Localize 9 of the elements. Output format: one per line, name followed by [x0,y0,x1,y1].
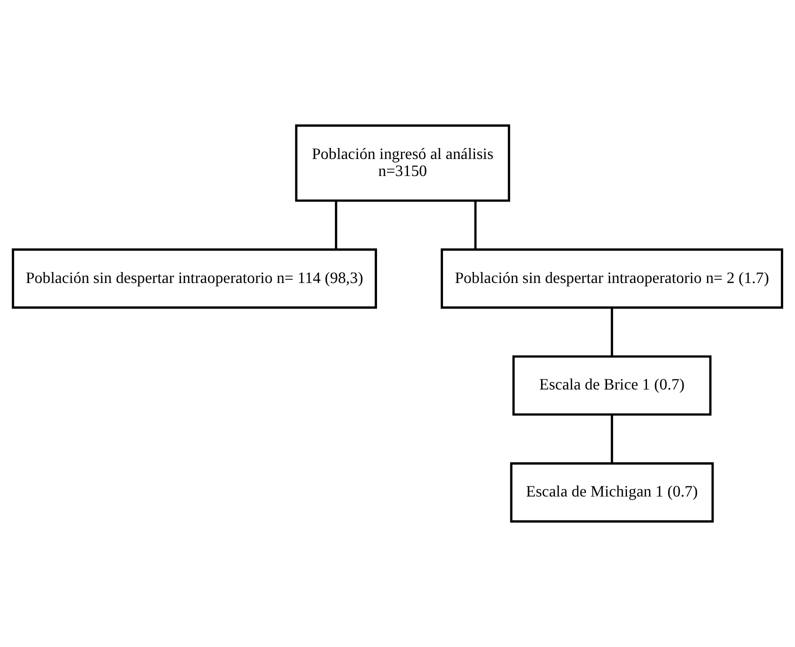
node-box: Escala de Michigan 1 (0.7) [510,462,714,523]
connector [334,200,338,250]
node-box: Población sin despertar intraoperatorio n= 114 (98,3) [12,248,378,309]
connector [474,200,477,250]
node-box: Escala de Brice 1 (0.7) [512,355,712,416]
node-box: Población sin despertar intraoperatorio n= 2 (1.7) [440,248,784,309]
node-box: Población ingresó al análisis n=3150 [295,124,510,202]
connector [610,308,614,356]
connector [610,414,614,464]
